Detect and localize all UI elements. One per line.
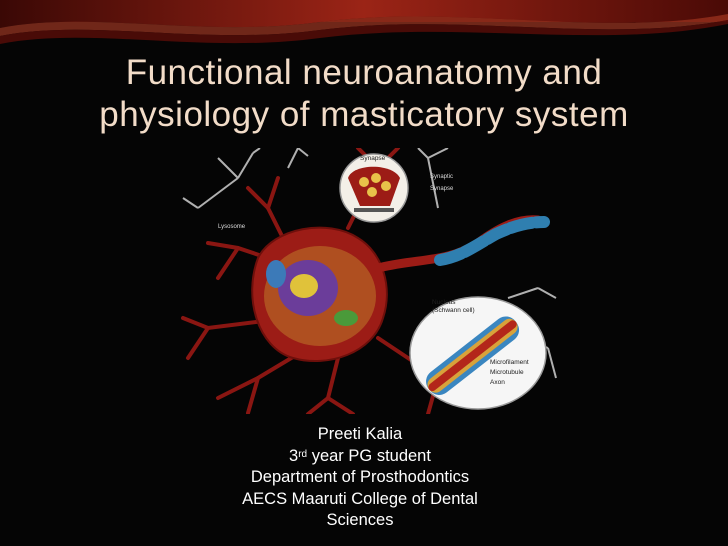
slide-title: Functional neuroanatomy and physiology o… (0, 52, 728, 136)
top-wave-band (0, 0, 728, 44)
college-line-2: Sciences (326, 511, 394, 529)
college-line-1: AECS Maaruti College of Dental (242, 489, 478, 508)
synapse-label: Synapse (360, 155, 386, 162)
organelle-green (334, 310, 358, 326)
author-year: 3rd year PG student (212, 446, 508, 468)
synaptic-label: Synaptic (430, 174, 453, 180)
year-suffix: rd (298, 448, 308, 460)
year-rest: year PG student (307, 446, 431, 465)
lysosome-label: Lysosome (218, 224, 246, 230)
myelin-sheath (434, 216, 550, 266)
organelle-blue (266, 260, 286, 288)
synapse2-label: Synapse (430, 186, 454, 192)
schwann-label: (Schwann cell) (432, 307, 475, 314)
nucleolus (290, 274, 318, 298)
background-neuron (182, 148, 557, 379)
axon-label: Axon (490, 379, 505, 386)
author-block: Preeti Kalia 3rd year PG student Departm… (212, 424, 508, 532)
microtubule-label: Microtubule (490, 369, 524, 376)
title-line-2: physiology of masticatory system (99, 95, 629, 134)
title-line-1: Functional neuroanatomy and (125, 53, 603, 92)
nucleus-label: Nucleus (432, 299, 456, 306)
synapse-inset: Synapse (339, 153, 409, 223)
department: Department of Prosthodontics (250, 468, 470, 486)
year-number: 3 (289, 446, 299, 465)
microfilament-label: Microfilament (490, 359, 529, 366)
author-name: Preeti Kalia (317, 425, 403, 443)
neuron-illustration-icon: Synapse Synaptic Synapse Lysosome Nucleu… (181, 148, 557, 414)
axon-inset: Nucleus (Schwann cell) Microfilament Mic… (409, 296, 547, 410)
